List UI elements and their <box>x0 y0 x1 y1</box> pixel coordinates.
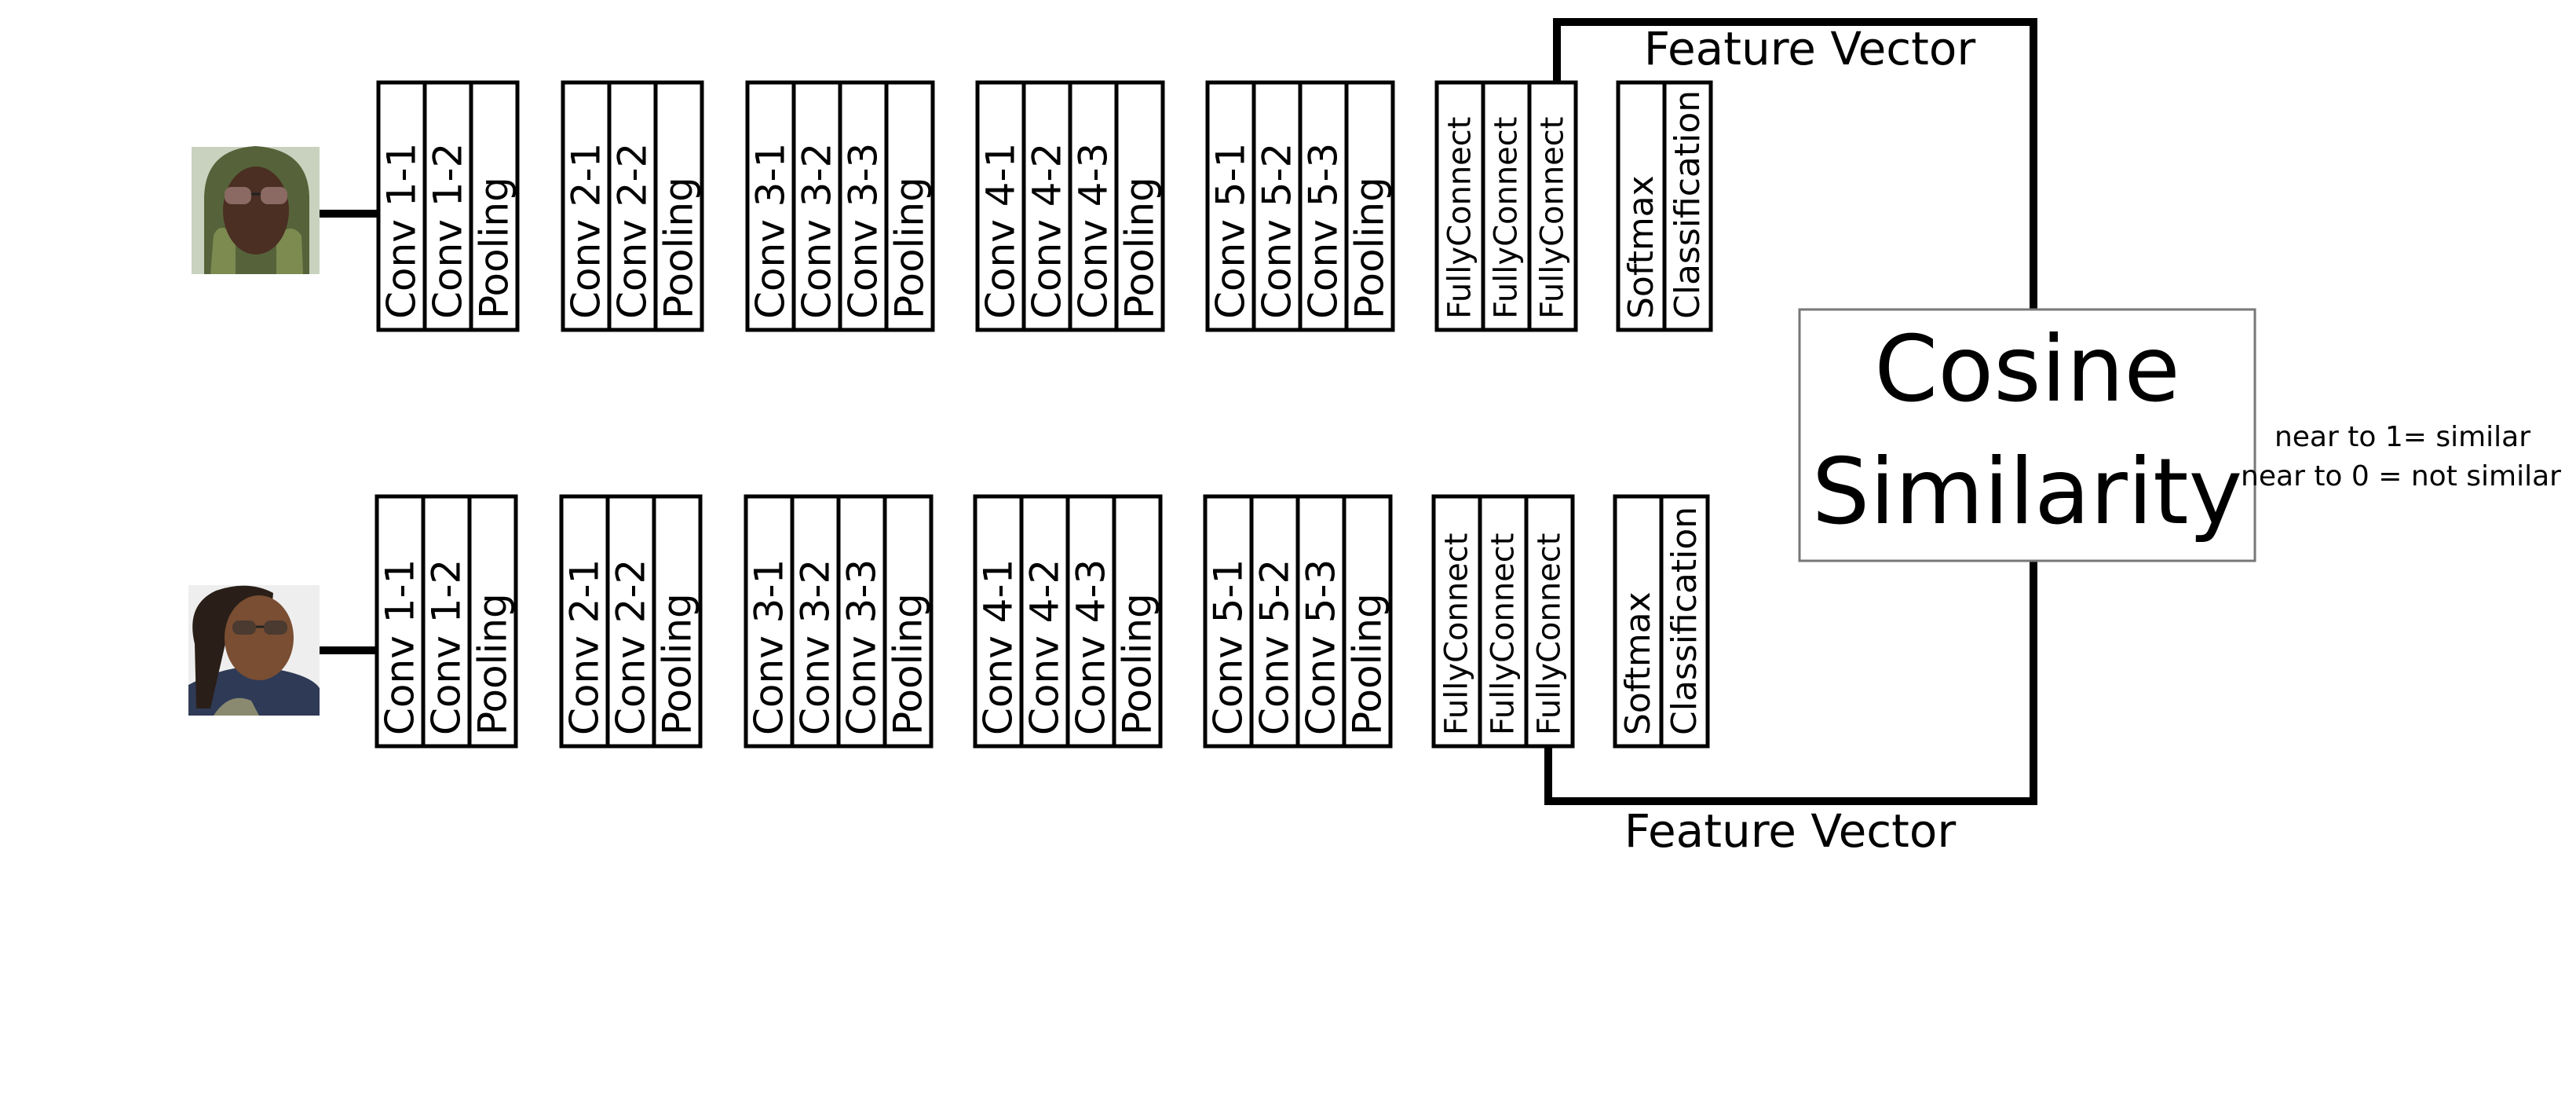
layer-label: Conv 1-2 <box>426 143 471 319</box>
layer-label: Pooling <box>656 177 702 319</box>
layer-label: Pooling <box>470 593 516 735</box>
layer-block-top-7: SoftmaxClassification <box>1618 82 1711 330</box>
layer-label: Conv 5-1 <box>1208 143 1254 319</box>
layer-label: FullyConnect <box>1535 117 1571 319</box>
layer-block-top-3: Conv 3-1Conv 3-2Conv 3-3Pooling <box>747 82 933 330</box>
layer-block-bottom-4: Conv 4-1Conv 4-2Conv 4-3Pooling <box>975 496 1160 746</box>
layer-block-bottom-5: Conv 5-1Conv 5-2Conv 5-3Pooling <box>1205 496 1390 746</box>
layer-label: Pooling <box>472 177 517 319</box>
layer-label: Conv 2-2 <box>610 143 656 319</box>
layer-label: Conv 5-3 <box>1301 143 1346 319</box>
layer-block-top-2: Conv 2-1Conv 2-2Pooling <box>563 82 702 330</box>
layer-label: FullyConnect <box>1439 533 1475 735</box>
layer-block-top-5: Conv 5-1Conv 5-2Conv 5-3Pooling <box>1208 82 1393 330</box>
layer-label: Conv 5-3 <box>1299 559 1344 735</box>
layer-label: Conv 3-1 <box>747 559 792 735</box>
layer-label: FullyConnect <box>1442 117 1478 319</box>
layer-label: Conv 2-1 <box>564 143 609 319</box>
layer-block-bottom-7: SoftmaxClassification <box>1615 496 1708 746</box>
similarity-note-line2: near to 0 = not similar <box>2241 460 2561 492</box>
layer-label: Classification <box>1664 507 1705 735</box>
layer-block-bottom-1: Conv 1-1Conv 1-2Pooling <box>377 496 516 746</box>
layer-block-top-6: FullyConnect FullyConnect FullyConnect <box>1437 82 1576 330</box>
layer-label: Conv 4-3 <box>1069 559 1114 735</box>
layer-label: Pooling <box>1347 177 1393 319</box>
layer-label: Conv 2-1 <box>562 559 608 735</box>
layer-label: Softmax <box>1618 591 1658 735</box>
layer-label: Pooling <box>1345 593 1390 735</box>
layer-label: Pooling <box>1117 177 1163 319</box>
network-row-bottom: Conv 1-1Conv 1-2PoolingConv 2-1Conv 2-2P… <box>377 496 1708 746</box>
layer-label: Pooling <box>886 593 931 735</box>
layer-label: FullyConnect <box>1485 533 1522 735</box>
layer-label: Conv 4-2 <box>1022 559 1068 735</box>
input-face-top: face-photo-icon <box>192 146 320 274</box>
layer-label: Conv 5-2 <box>1252 559 1298 735</box>
layer-block-top-1: Conv 1-1Conv 1-2Pooling <box>378 82 517 330</box>
cosine-title-line2: Similarity <box>1812 439 2242 545</box>
layer-block-top-4: Conv 4-1Conv 4-2Conv 4-3Pooling <box>977 82 1163 330</box>
layer-label: Conv 3-1 <box>748 143 794 319</box>
layer-label: Conv 3-3 <box>839 559 885 735</box>
layer-label: Conv 5-2 <box>1255 143 1300 319</box>
layer-block-bottom-3: Conv 3-1Conv 3-2Conv 3-3Pooling <box>746 496 931 746</box>
similarity-note-line1: near to 1= similar <box>2275 421 2530 453</box>
layer-label: Conv 4-1 <box>976 559 1021 735</box>
layer-label: Conv 4-2 <box>1025 143 1070 319</box>
layer-label: FullyConnect <box>1489 117 1525 319</box>
layer-block-bottom-2: Conv 2-1Conv 2-2Pooling <box>561 496 700 746</box>
layer-label: Conv 3-2 <box>793 559 839 735</box>
layer-label: Conv 1-1 <box>378 559 423 735</box>
network-row-top: Conv 1-1Conv 1-2PoolingConv 2-1Conv 2-2P… <box>378 82 1711 330</box>
layer-label: Conv 1-1 <box>379 143 425 319</box>
layer-label: Conv 1-2 <box>424 559 470 735</box>
layer-label: Conv 4-3 <box>1071 143 1116 319</box>
feature-vector-label-bottom: Feature Vector <box>1624 804 1957 858</box>
layer-label: Pooling <box>887 177 933 319</box>
layer-label: Conv 2-2 <box>608 559 654 735</box>
input-face-bottom <box>188 585 320 716</box>
feature-vector-label-top: Feature Vector <box>1644 22 1976 75</box>
layer-label: Softmax <box>1621 175 1661 319</box>
layer-label: Conv 3-2 <box>795 143 840 319</box>
layer-block-bottom-6: FullyConnect FullyConnect FullyConnect <box>1434 496 1573 746</box>
layer-label: FullyConnect <box>1532 533 1568 735</box>
cosine-similarity-box: Cosine Similarity <box>1800 309 2255 561</box>
cosine-title-line1: Cosine <box>1874 317 2180 423</box>
layer-label: Pooling <box>655 593 700 735</box>
layer-label: Classification <box>1668 90 1708 319</box>
layer-label: Conv 5-1 <box>1206 559 1251 735</box>
layer-label: Conv 4-1 <box>978 143 1024 319</box>
layer-label: Conv 3-3 <box>841 143 886 319</box>
layer-label: Pooling <box>1115 593 1160 735</box>
